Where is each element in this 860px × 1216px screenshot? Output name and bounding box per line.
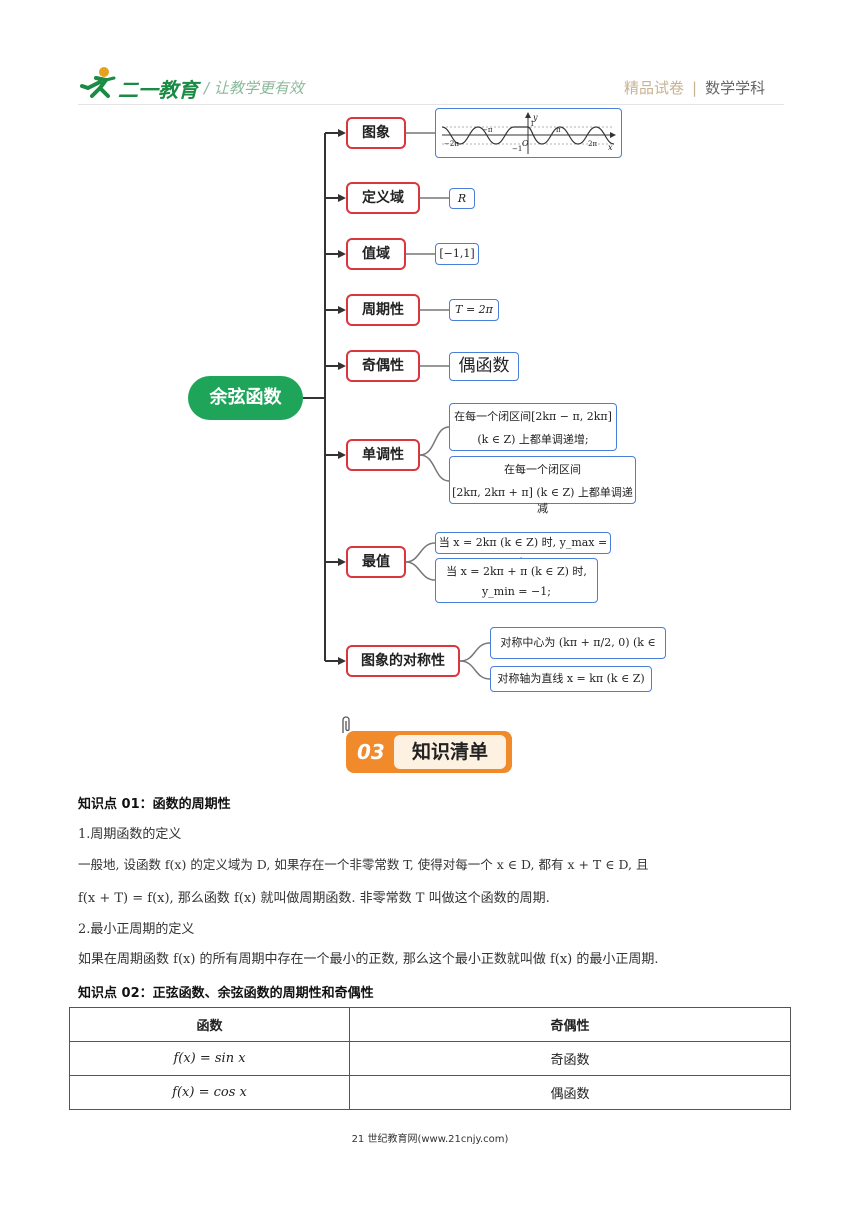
leaf-domain: R xyxy=(449,188,475,209)
branch-graph: 图象 xyxy=(346,117,406,149)
table-header-row: 函数 奇偶性 xyxy=(69,1007,791,1042)
leaf-decreasing: 在每一个闭区间 [2kπ, 2kπ + π] (k ∈ Z) 上都单调递减 xyxy=(449,456,636,515)
increasing-line-1: 在每一个闭区间[2kπ − π, 2kπ] xyxy=(454,410,612,423)
table-row: f(x) = sin x 奇函数 xyxy=(69,1041,791,1076)
brand-name: 二一教育 xyxy=(118,78,198,102)
leaf-range: [−1,1] xyxy=(435,243,479,265)
graph-y-label: y xyxy=(532,113,538,122)
mindmap-root: 余弦函数 xyxy=(188,376,303,420)
graph-tick-minus-2pi: −2π xyxy=(444,140,459,148)
cosine-graph-box: y x O −2π −π −1 1 π 2π xyxy=(435,108,622,158)
def2-title: 2.最小正周期的定义 xyxy=(78,922,195,937)
page-footer: 21 世纪教育网(www.21cnjy.com) xyxy=(351,1134,509,1145)
banner-title: 知识清单 xyxy=(394,735,506,769)
cosine-curve: y x O −2π −π −1 1 π 2π xyxy=(441,112,616,154)
graph-tick-2pi: 2π xyxy=(588,140,597,148)
header-divider xyxy=(78,104,784,105)
graph-tick-minus-1: −1 xyxy=(512,145,522,153)
leaf-max: 当 x = 2kπ (k ∈ Z) 时, y_max = 1; xyxy=(435,532,611,569)
table-cell-function: f(x) = sin x xyxy=(69,1041,350,1076)
def1-line1: 一般地, 设函数 f(x) 的定义域为 D, 如果存在一个非零常数 T, 使得对… xyxy=(78,857,649,872)
branch-parity: 奇偶性 xyxy=(346,350,420,382)
branch-extrema: 最值 xyxy=(346,546,406,578)
branch-domain: 定义域 xyxy=(346,182,420,214)
subject-label: 数学学科 xyxy=(705,79,766,97)
parity-table: 函数 奇偶性 f(x) = sin x 奇函数 f(x) = cos x 偶函数 xyxy=(69,1007,791,1110)
header: 二一教育 / 让教学更有效 精品试卷 | 数学学科 xyxy=(0,60,860,110)
mindmap-connectors xyxy=(303,129,491,680)
increasing-line-2: (k ∈ Z) 上都单调递增; xyxy=(477,433,589,446)
header-separator: | xyxy=(692,79,698,97)
def1-title: 1.周期函数的定义 xyxy=(78,827,182,842)
table-row: f(x) = cos x 偶函数 xyxy=(69,1075,791,1110)
min-line-1: 当 x = 2kπ + π (k ∈ Z) 时, xyxy=(446,565,587,578)
decreasing-line-2: [2kπ, 2kπ + π] (k ∈ Z) 上都单调递减 xyxy=(452,486,633,515)
leaf-increasing: 在每一个闭区间[2kπ − π, 2kπ] (k ∈ Z) 上都单调递增; xyxy=(449,403,617,451)
table-header-parity: 奇偶性 xyxy=(349,1007,791,1042)
branch-period: 周期性 xyxy=(346,294,420,326)
banner-number: 03 xyxy=(357,740,385,764)
graph-tick-minus-pi: −π xyxy=(482,126,493,134)
min-line-2: y_min = −1; xyxy=(482,585,551,598)
graph-tick-one: 1 xyxy=(530,120,534,128)
leaf-min: 当 x = 2kπ + π (k ∈ Z) 时, y_min = −1; xyxy=(435,558,598,603)
leaf-symmetry-center: 对称中心为 (kπ + π/2, 0) (k ∈ Z), xyxy=(490,627,666,679)
branch-symmetry: 图象的对称性 xyxy=(346,645,460,677)
table-header-function: 函数 xyxy=(69,1007,350,1042)
graph-x-label: x xyxy=(608,143,613,152)
def1-line2: f(x + T) = f(x), 那么函数 f(x) 就叫做周期函数. 非零常数… xyxy=(78,891,550,906)
graph-origin-label: O xyxy=(522,139,529,148)
table-cell-parity: 偶函数 xyxy=(349,1075,791,1110)
category-label: 精品试卷 xyxy=(624,79,685,97)
branch-monotonicity: 单调性 xyxy=(346,439,420,471)
section-banner: 03 知识清单 xyxy=(346,731,512,773)
leaf-symmetry-axis: 对称轴为直线 x = kπ (k ∈ Z) xyxy=(490,666,652,692)
graph-tick-pi: π xyxy=(556,126,561,134)
symmetry-axis-line: 对称轴为直线 x = kπ (k ∈ Z) xyxy=(497,672,645,685)
kp1-title: 知识点 01：函数的周期性 xyxy=(78,797,231,812)
paperclip-icon xyxy=(342,716,350,733)
branch-range: 值域 xyxy=(346,238,406,270)
table-cell-parity: 奇函数 xyxy=(349,1041,791,1076)
def2-line: 如果在周期函数 f(x) 的所有周期中存在一个最小的正数, 那么这个最小正数就叫… xyxy=(78,952,659,967)
leaf-parity: 偶函数 xyxy=(449,352,519,381)
kp2-title: 知识点 02：正弦函数、余弦函数的周期性和奇偶性 xyxy=(78,986,374,1001)
table-cell-function: f(x) = cos x xyxy=(69,1075,350,1110)
leaf-period: T = 2π xyxy=(449,299,499,321)
runner-logo-icon xyxy=(80,67,116,98)
header-category: 精品试卷 | 数学学科 xyxy=(624,77,765,98)
decreasing-line-1: 在每一个闭区间 xyxy=(504,463,581,476)
brand-slogan: / 让教学更有效 xyxy=(204,79,304,97)
